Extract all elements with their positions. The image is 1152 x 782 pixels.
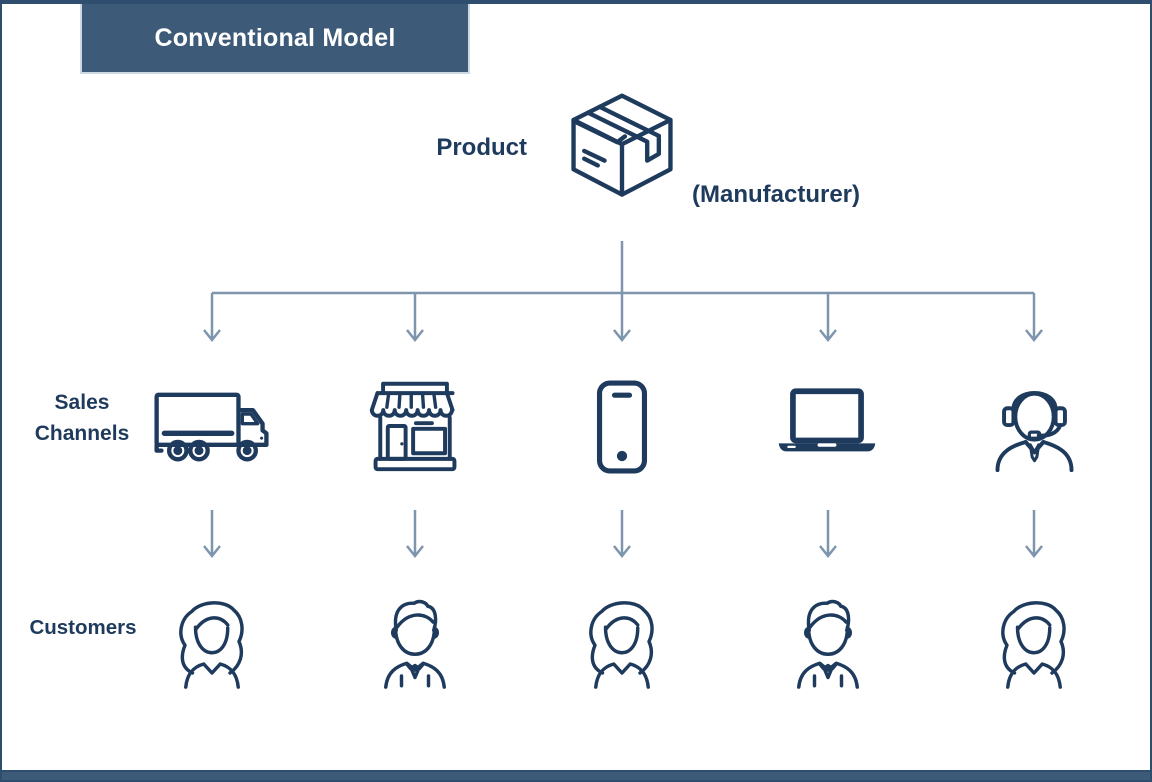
woman-customer-icon bbox=[992, 588, 1076, 698]
delivery-truck-icon bbox=[154, 392, 269, 462]
product-label: Product bbox=[436, 134, 527, 161]
call-center-agent-icon bbox=[995, 391, 1074, 473]
title-banner: Conventional Model bbox=[80, 4, 470, 74]
customers-label: Customers bbox=[29, 616, 137, 639]
arrows-to-channels bbox=[203, 293, 1043, 343]
man-customer-icon bbox=[786, 588, 870, 698]
sales-channels-label-line1: Sales bbox=[54, 391, 110, 414]
woman-customer-icon bbox=[580, 588, 664, 698]
laptop-icon bbox=[778, 388, 876, 452]
man-customer-icon bbox=[373, 588, 457, 698]
smartphone-icon bbox=[596, 380, 648, 474]
bottom-accent-bar bbox=[2, 770, 1150, 780]
sales-channels-label-line2: Channels bbox=[34, 422, 130, 445]
storefront-icon bbox=[369, 381, 457, 472]
manufacturer-label: (Manufacturer) bbox=[692, 181, 861, 208]
title-banner-text: Conventional Model bbox=[154, 23, 396, 52]
woman-customer-icon bbox=[170, 588, 254, 698]
package-box-icon bbox=[571, 93, 673, 197]
sales-channels-label: Sales Channels bbox=[20, 387, 144, 449]
arrows-to-customers bbox=[203, 510, 1043, 559]
